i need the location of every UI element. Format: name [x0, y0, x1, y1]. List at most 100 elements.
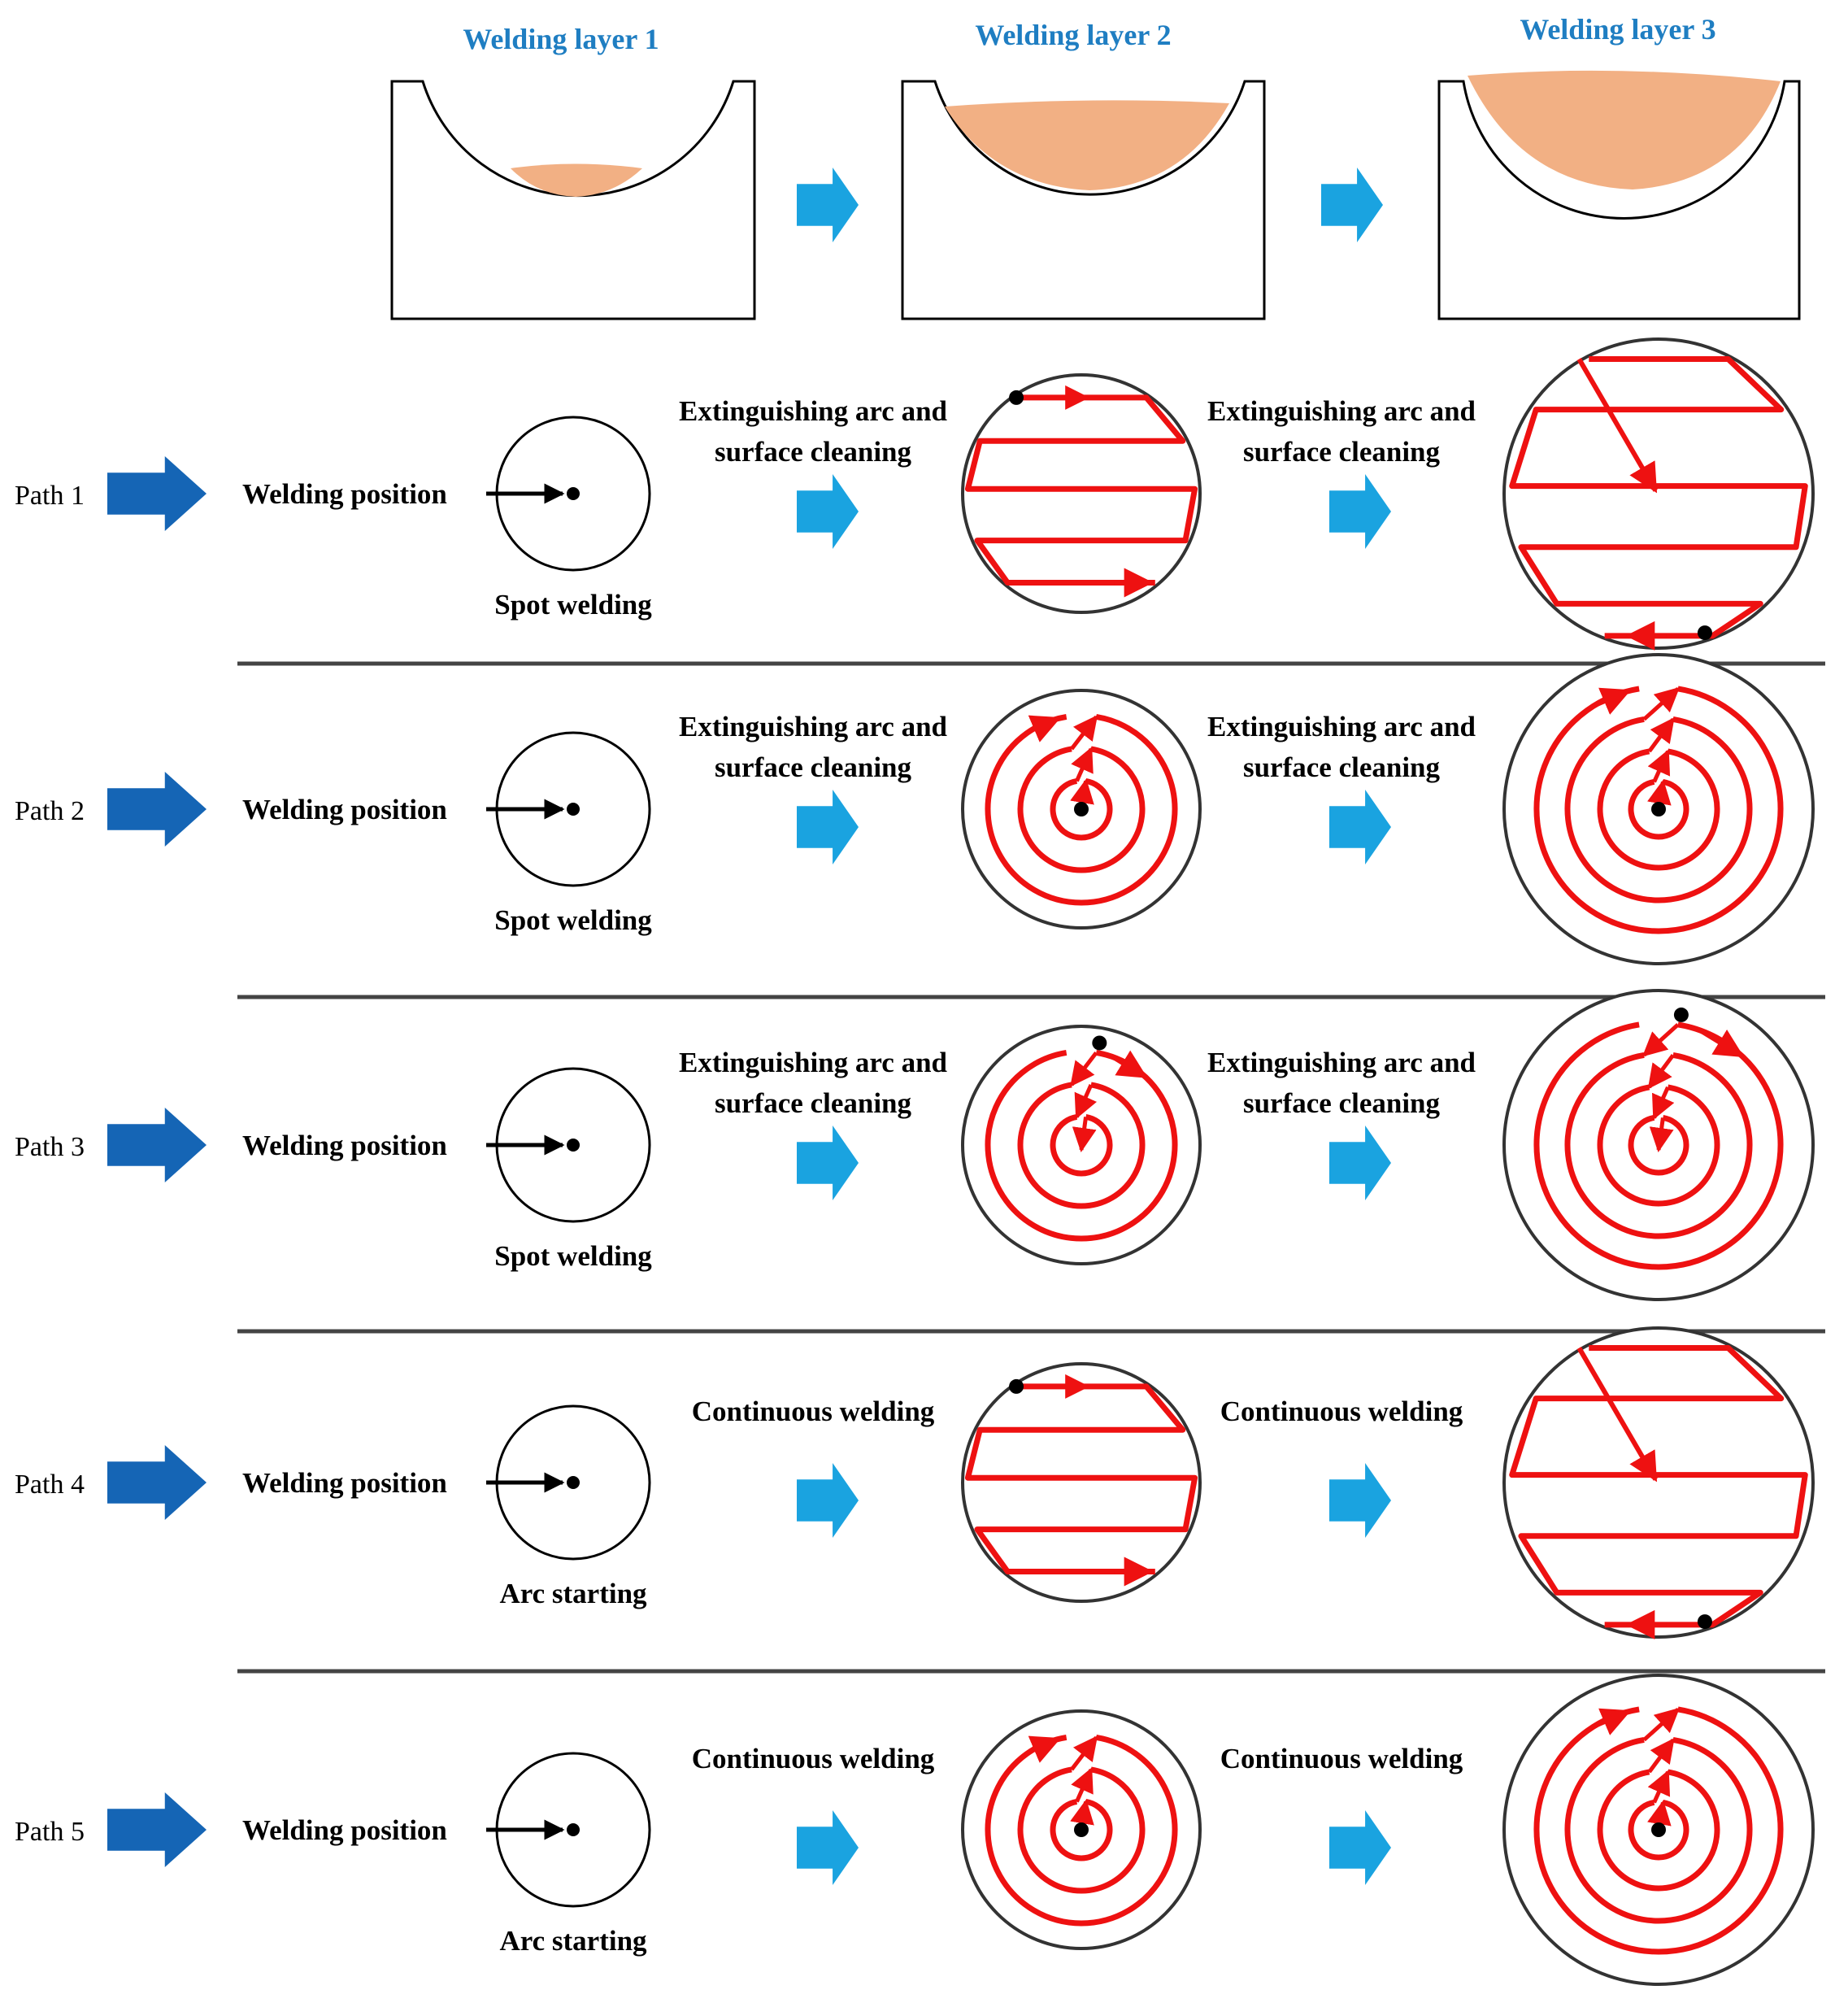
layer-2-title: Welding layer 2 [975, 19, 1171, 51]
layer-1-title: Welding layer 1 [463, 23, 659, 55]
layer-2-spiral-ring [985, 1735, 1178, 1927]
layer-2-jump-arrow [1070, 1735, 1098, 1771]
step-label: Continuous welding [1220, 1743, 1463, 1774]
layer-2-path-view [961, 1025, 1202, 1265]
layer-3-path-view [1502, 989, 1815, 1301]
layer-2-path-view [961, 373, 1202, 614]
layer-2-start-dot [1009, 1378, 1024, 1394]
layer-3-start-dot [1651, 1822, 1666, 1837]
weld-point-dot [567, 803, 580, 816]
step-arrow-2 [1329, 790, 1391, 864]
welding-position-label: Welding position [242, 478, 447, 510]
weld-point-dot [567, 1823, 580, 1836]
layer-3-diagonal-arrow [1576, 358, 1658, 494]
layer-3-path-view [1502, 337, 1815, 651]
layer-arrow-1 [797, 168, 859, 242]
layer-2-jump-arrow [1071, 1767, 1094, 1803]
layer-2-jump-arrow [1070, 1051, 1098, 1087]
layer-3-path-view [1502, 1674, 1815, 1986]
weld-bead-layer-3 [1468, 70, 1781, 190]
layer-2-spiral-ring [1017, 746, 1146, 873]
layer-3-spiral-ring [1533, 686, 1784, 934]
layer-3-jump-arrow [1642, 686, 1681, 721]
layer-2-path-view [961, 1362, 1202, 1603]
layer-2-outer-arrow [1111, 1050, 1148, 1079]
layer-2-spiral-ring [985, 1050, 1178, 1242]
layer-3-jump-arrow [1647, 1770, 1671, 1804]
layer-3-start-dot [1697, 1614, 1712, 1630]
path-label: Path 1 [15, 481, 85, 511]
path-row-arrow [107, 1792, 207, 1867]
layer-3-jump-arrow [1647, 1738, 1675, 1774]
layer-3-spiral-ring [1597, 1769, 1720, 1892]
welding-position-label: Welding position [242, 794, 447, 825]
step-arrow-1 [797, 1463, 859, 1538]
start-caption: Arc starting [499, 1925, 647, 1957]
layer-3-spiral-ring [1564, 1052, 1753, 1239]
layer-2-start-dot [1074, 1822, 1089, 1837]
welding-position-label: Welding position [242, 1467, 447, 1499]
layer-3-path-view [1502, 653, 1815, 965]
layer-3-path-view [1502, 1326, 1815, 1639]
layer-3-raster-trace [1509, 356, 1808, 639]
path-label: Path 2 [15, 796, 85, 826]
step-arrow-1 [797, 790, 859, 864]
layer-3-center-arrow [1649, 1117, 1674, 1152]
layer-3-jump-arrow [1641, 1023, 1680, 1057]
layer-2-center-arrow [1072, 1117, 1097, 1152]
groove-layer-1 [390, 80, 756, 320]
weld-point-dot [567, 1139, 580, 1152]
step-label: surface cleaning [1243, 1087, 1441, 1119]
layer-3-spiral-ring [1628, 1114, 1689, 1176]
groove-layer-3 [1437, 70, 1801, 320]
layer-3-title: Welding layer 3 [1520, 13, 1715, 46]
layer-3-jump-arrow [1642, 1707, 1681, 1742]
start-caption: Spot welding [494, 1240, 652, 1272]
layer-3-jump-arrow [1651, 1086, 1675, 1121]
layer-2-start-dot [1009, 390, 1024, 405]
layer-3-outer-arrow [1698, 1028, 1745, 1058]
layer-3-spiral-ring [1533, 1706, 1784, 1955]
layer-3-outer-arrow [1594, 687, 1632, 715]
path-label: Path 3 [15, 1132, 85, 1162]
step-label: Extinguishing arc and [1207, 1047, 1476, 1078]
step-label: Continuous welding [692, 1396, 935, 1427]
step-label: surface cleaning [715, 1087, 912, 1119]
step-label: surface cleaning [715, 751, 912, 783]
layer-2-circle [961, 373, 1202, 614]
step-label: surface cleaning [1243, 751, 1441, 783]
step-arrow-2 [1329, 1126, 1391, 1200]
step-arrow-1 [797, 1810, 859, 1885]
layer-2-jump-arrow [1071, 747, 1094, 782]
layer-2-outer-arrow [1028, 1735, 1061, 1763]
layer-3-spiral-ring [1597, 1084, 1720, 1207]
weld-bead-layer-2 [945, 100, 1229, 190]
step-label: Extinguishing arc and [679, 395, 948, 427]
layer-3-start-dot [1673, 1007, 1689, 1022]
step-arrow-1 [797, 474, 859, 549]
path-label: Path 5 [15, 1817, 85, 1847]
path-row-arrow [107, 1445, 207, 1520]
layer-2-spiral-ring [1017, 1766, 1146, 1894]
layer-2-circle [961, 1362, 1202, 1603]
layer-2-start-dot [1074, 802, 1089, 816]
step-label: Extinguishing arc and [679, 711, 948, 742]
layer-3-spiral-ring [1533, 1021, 1784, 1270]
step-arrow-1 [797, 1126, 859, 1200]
start-caption: Arc starting [499, 1578, 647, 1609]
layer-2-spiral-ring [1050, 1798, 1113, 1861]
layer-2-raster-trace [964, 394, 1198, 586]
layer-2-jump-arrow [1070, 715, 1098, 751]
welding-position-label: Welding position [242, 1814, 447, 1846]
step-label: Continuous welding [1220, 1396, 1463, 1427]
layer-3-spiral-ring [1564, 716, 1753, 903]
step-label: Extinguishing arc and [679, 1047, 948, 1078]
step-label: surface cleaning [1243, 436, 1441, 468]
layer-3-start-dot [1697, 625, 1712, 641]
layer-3-start-dot [1651, 802, 1666, 816]
